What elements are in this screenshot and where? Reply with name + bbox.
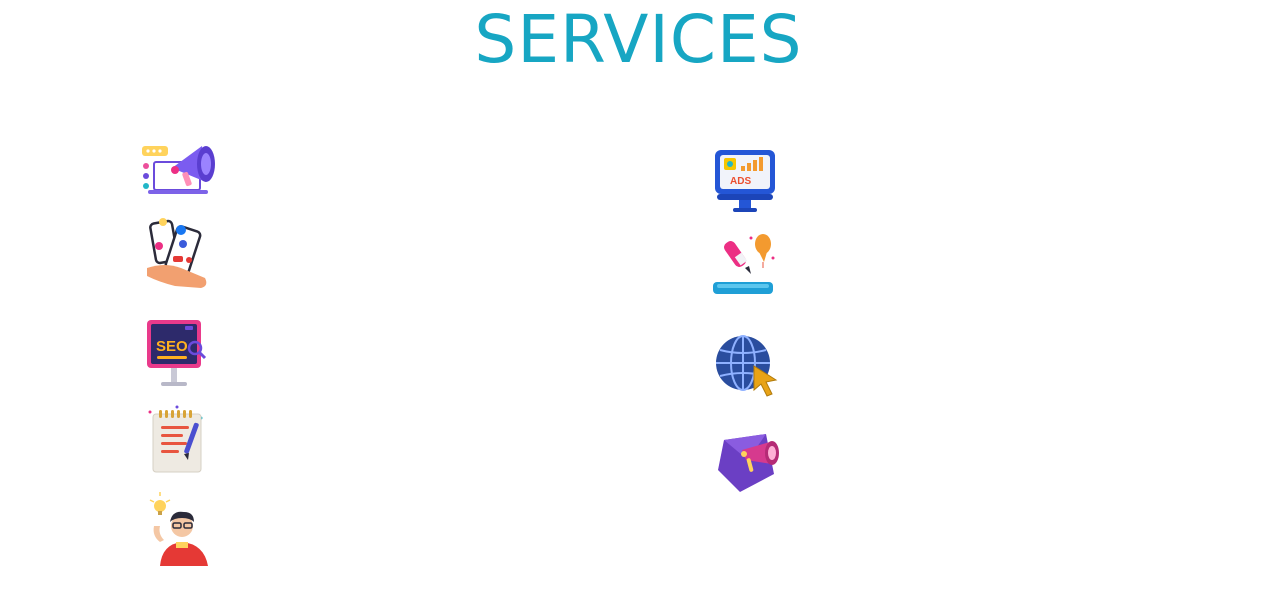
globe-cursor-icon bbox=[714, 334, 778, 400]
content-notepad-icon bbox=[145, 404, 207, 476]
design-pen-icon bbox=[711, 232, 777, 298]
social-media-phone-icon bbox=[145, 216, 210, 292]
megaphone-laptop-icon bbox=[140, 138, 220, 198]
seo-monitor-icon: SEO bbox=[145, 318, 207, 390]
ads-monitor-icon: ADS bbox=[713, 148, 777, 214]
ads-label: ADS bbox=[730, 176, 751, 187]
services-title: SERVICES bbox=[474, 1, 803, 78]
idea-person-icon bbox=[146, 490, 214, 566]
email-megaphone-icon bbox=[714, 430, 782, 494]
seo-label: SEO bbox=[156, 338, 188, 355]
